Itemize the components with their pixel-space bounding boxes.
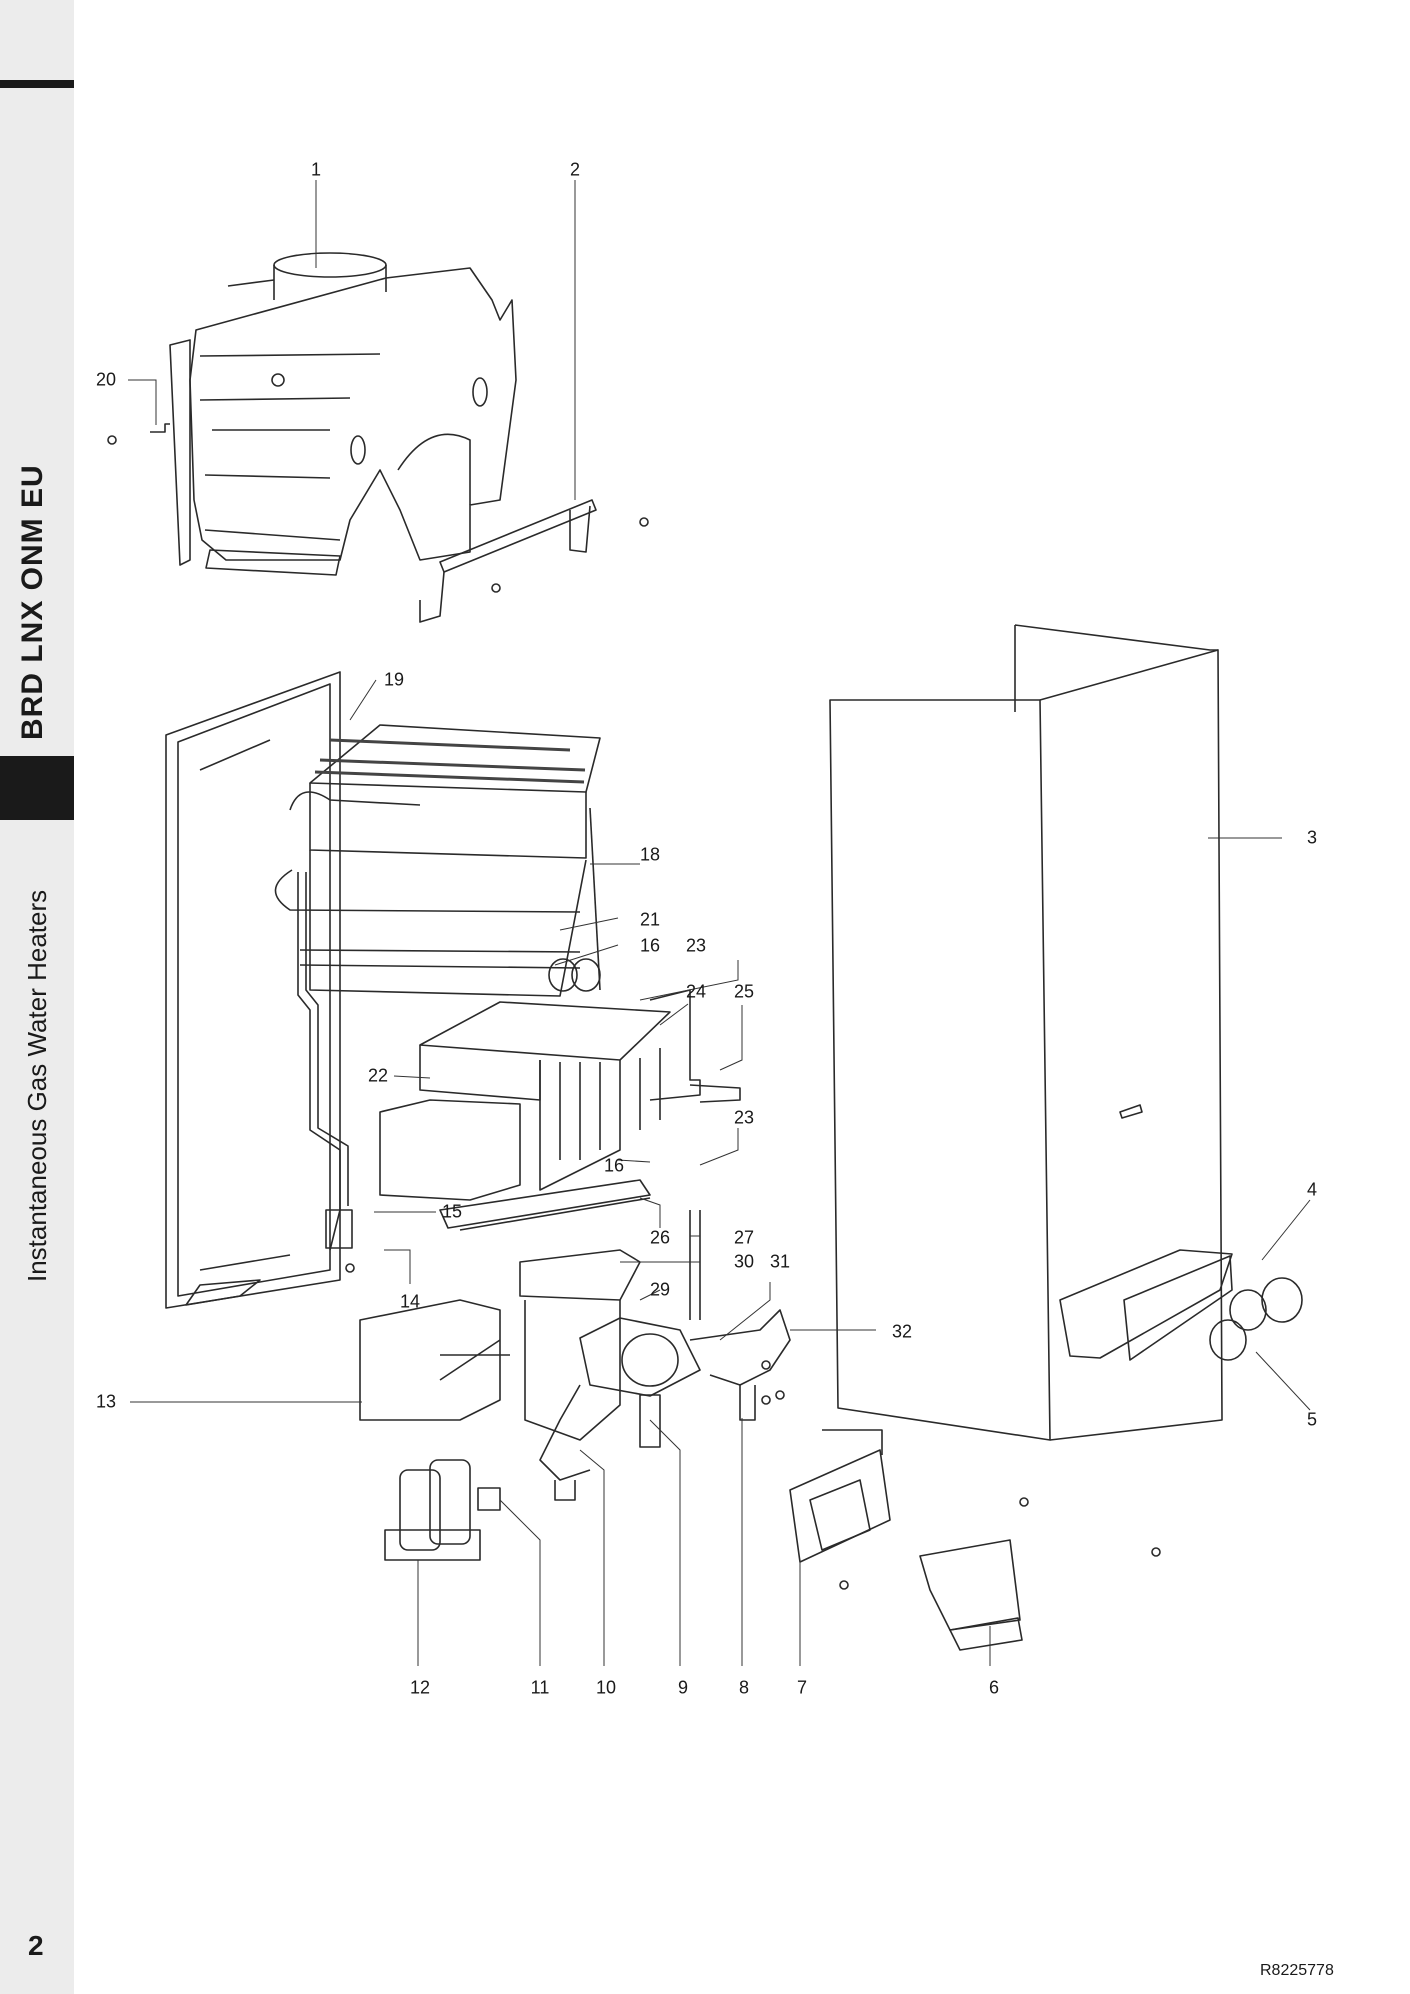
callout-16-upper: 16 bbox=[639, 935, 661, 956]
callout-10: 10 bbox=[595, 1677, 617, 1698]
water-pipe-drawing bbox=[297, 872, 353, 1251]
sidebar-top-bar bbox=[0, 80, 74, 88]
mounting-plate-drawing bbox=[359, 1299, 510, 1421]
callout-11: 11 bbox=[530, 1677, 550, 1698]
callout-20: 20 bbox=[95, 369, 117, 390]
document-code: R8225778 bbox=[1260, 1962, 1334, 1979]
control-panel-drawing bbox=[1059, 1249, 1303, 1361]
front-cover-drawing bbox=[829, 624, 1223, 1441]
callout-16-lower: 16 bbox=[603, 1155, 625, 1176]
callout-13: 13 bbox=[95, 1391, 117, 1412]
callout-6: 6 bbox=[988, 1677, 1000, 1698]
callout-18: 18 bbox=[639, 844, 661, 865]
callout-30: 30 bbox=[733, 1251, 755, 1272]
callout-32: 32 bbox=[891, 1321, 913, 1342]
callout-1: 1 bbox=[310, 159, 322, 180]
bottom-bracket-drawing bbox=[919, 1497, 1161, 1651]
callout-5: 5 bbox=[1306, 1409, 1318, 1430]
callout-2: 2 bbox=[569, 159, 581, 180]
battery-holder-drawing bbox=[384, 1459, 501, 1561]
callout-24: 24 bbox=[685, 981, 707, 1002]
callout-15: 15 bbox=[441, 1201, 463, 1222]
callout-25: 25 bbox=[733, 981, 755, 1002]
callout-31: 31 bbox=[769, 1251, 791, 1272]
callout-21: 21 bbox=[639, 909, 661, 930]
gas-valve-drawing bbox=[519, 1210, 791, 1501]
callout-9: 9 bbox=[677, 1677, 689, 1698]
back-frame-drawing bbox=[165, 671, 341, 1309]
callout-19: 19 bbox=[383, 669, 405, 690]
wall-bracket-drawing bbox=[789, 1429, 891, 1590]
callout-22: 22 bbox=[367, 1065, 389, 1086]
callout-14: 14 bbox=[399, 1291, 421, 1312]
heat-exchanger-drawing bbox=[274, 724, 601, 997]
callout-7: 7 bbox=[796, 1677, 808, 1698]
callout-27: 27 bbox=[733, 1227, 755, 1248]
callout-3: 3 bbox=[1306, 827, 1318, 848]
callout-23-upper: 23 bbox=[685, 935, 707, 956]
callout-26: 26 bbox=[649, 1227, 671, 1248]
sidebar: BRD LNX ONM EU Instantaneous Gas Water H… bbox=[0, 0, 74, 1994]
burner-drawing bbox=[379, 989, 741, 1231]
callout-4: 4 bbox=[1306, 1179, 1318, 1200]
callout-23-lower: 23 bbox=[733, 1107, 755, 1128]
page-number: 2 bbox=[28, 1930, 44, 1961]
flue-hood-drawing bbox=[107, 252, 517, 576]
callout-29: 29 bbox=[649, 1279, 671, 1300]
bracket-drawing bbox=[419, 499, 649, 623]
callout-12: 12 bbox=[409, 1677, 431, 1698]
callout-8: 8 bbox=[738, 1677, 750, 1698]
sidebar-black-block bbox=[0, 756, 74, 820]
